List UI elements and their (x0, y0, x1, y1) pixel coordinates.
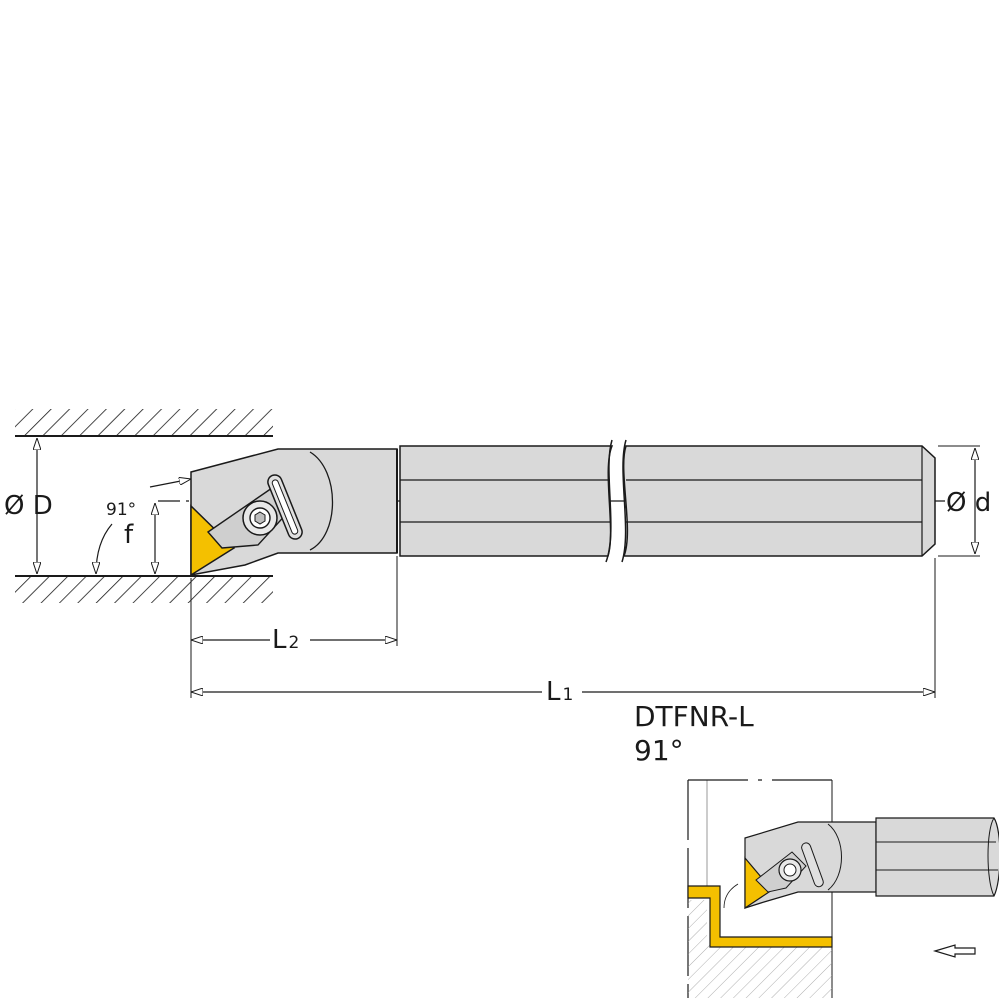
lead-angle-label: 91° (106, 500, 136, 520)
application-sketch (687, 779, 999, 998)
tool-caption: DTFNR-L 91° (634, 700, 754, 768)
model-code: DTFNR-L (634, 700, 754, 733)
cutting-insert (190, 487, 291, 577)
tool-shank (399, 439, 936, 563)
bore-wall-top (15, 409, 273, 437)
bore-diameter-label: Ø D (4, 491, 53, 521)
model-angle: 91° (634, 734, 684, 767)
lead-angle-indicator (96, 479, 191, 574)
offset-label: f (124, 520, 134, 550)
dimension-offset (148, 503, 191, 577)
bore-wall-bottom (15, 575, 273, 603)
dimension-shank-diameter (938, 445, 980, 557)
clamp-lever (267, 474, 303, 540)
shank-diameter-label: Ø d (946, 488, 991, 518)
